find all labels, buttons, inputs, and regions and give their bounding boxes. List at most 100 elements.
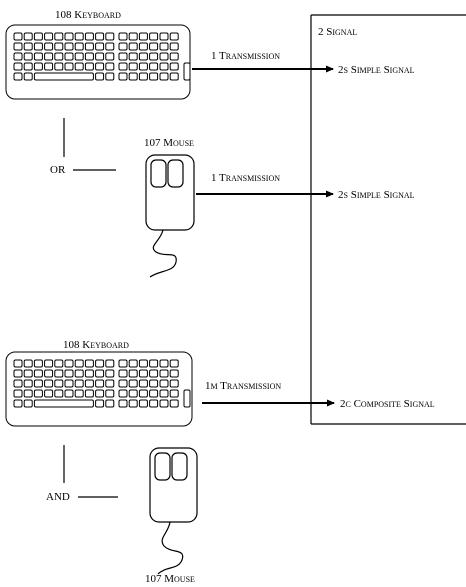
keyboard-key — [160, 400, 168, 407]
keyboard-key — [14, 390, 22, 397]
keyboard-key — [170, 370, 178, 377]
keyboard-key — [24, 380, 32, 387]
keyboard-key — [96, 370, 104, 377]
keyboard-key — [106, 63, 114, 70]
keyboard-key — [139, 360, 147, 367]
keyboard-key — [150, 63, 158, 70]
keyboard-key — [139, 53, 147, 60]
keyboard-key — [55, 63, 63, 70]
keyboard-key — [45, 33, 53, 40]
keyboard-key — [129, 390, 137, 397]
transmission-1a-label: 1 Transmission — [211, 50, 280, 62]
simple-signal-2s-a-label: 2s Simple Signal — [338, 64, 415, 76]
keyboard-key — [96, 63, 104, 70]
top-keyboard-label: 108 Keyboard — [55, 9, 121, 21]
keyboard-key — [129, 53, 137, 60]
keyboard-key — [106, 43, 114, 50]
keyboard-key — [184, 390, 190, 407]
keyboard-key — [119, 73, 127, 80]
keyboard-key — [24, 33, 32, 40]
keyboard-key — [119, 360, 127, 367]
keyboard-key — [96, 390, 104, 397]
keyboard-key — [150, 33, 158, 40]
keyboard-key — [14, 73, 22, 80]
keyboard-key — [129, 63, 137, 70]
keyboard-key — [170, 360, 178, 367]
keyboard-key — [119, 63, 127, 70]
keyboard-key — [75, 43, 83, 50]
keyboard-key — [45, 370, 53, 377]
keyboard-key — [129, 370, 137, 377]
keyboard-key — [150, 73, 158, 80]
keyboard-key — [65, 360, 73, 367]
mouse-icon-upper — [146, 155, 194, 277]
keyboard-key — [24, 360, 32, 367]
keyboard-key — [170, 63, 178, 70]
keyboard-key — [129, 43, 137, 50]
lower-mouse-label: 107 Mouse — [145, 573, 195, 585]
keyboard-key — [45, 63, 53, 70]
keyboard-key — [24, 370, 32, 377]
keyboard-key — [160, 43, 168, 50]
keyboard-key — [14, 400, 22, 407]
keyboard-key — [85, 33, 93, 40]
keyboard-key — [139, 73, 147, 80]
keyboard-key — [24, 43, 32, 50]
keyboard-key — [14, 370, 22, 377]
keyboard-icon-bottom — [6, 352, 192, 426]
keyboard-key — [184, 63, 190, 80]
keyboard-key — [129, 360, 137, 367]
keyboard-key — [160, 53, 168, 60]
keyboard-key — [34, 53, 42, 60]
keyboard-key — [14, 63, 22, 70]
keyboard-key — [160, 360, 168, 367]
keyboard-key — [55, 360, 63, 367]
keyboard-key — [96, 360, 104, 367]
keyboard-key — [45, 53, 53, 60]
keyboard-key — [14, 43, 22, 50]
keyboard-key — [96, 53, 104, 60]
keyboard-key — [119, 380, 127, 387]
keyboard-key — [34, 73, 93, 80]
keyboard-key — [85, 43, 93, 50]
keyboard-key — [85, 53, 93, 60]
keyboard-key — [119, 43, 127, 50]
keyboard-key — [75, 390, 83, 397]
or-connector — [64, 118, 116, 170]
keyboard-key — [170, 390, 178, 397]
keyboard-key — [65, 33, 73, 40]
keyboard-key — [45, 360, 53, 367]
keyboard-key — [75, 53, 83, 60]
keyboard-key — [139, 390, 147, 397]
signal-box — [311, 15, 466, 424]
keyboard-key — [139, 370, 147, 377]
keyboard-key — [24, 63, 32, 70]
keyboard-key — [85, 380, 93, 387]
keyboard-key — [150, 380, 158, 387]
keyboard-key — [14, 53, 22, 60]
keyboard-key — [75, 370, 83, 377]
keyboard-key — [150, 43, 158, 50]
keyboard-key — [24, 73, 32, 80]
keyboard-key — [106, 360, 114, 367]
keyboard-key — [139, 33, 147, 40]
keyboard-key — [65, 53, 73, 60]
keyboard-key — [160, 33, 168, 40]
keyboard-key — [65, 43, 73, 50]
keyboard-key — [75, 33, 83, 40]
keyboard-key — [85, 360, 93, 367]
keyboard-key — [150, 53, 158, 60]
keyboard-key — [139, 400, 147, 407]
keyboard-key — [96, 380, 104, 387]
keyboard-key — [14, 33, 22, 40]
keyboard-key — [106, 400, 114, 407]
keyboard-key — [170, 43, 178, 50]
keyboard-key — [106, 33, 114, 40]
keyboard-key — [160, 370, 168, 377]
keyboard-key — [139, 63, 147, 70]
keyboard-key — [34, 63, 42, 70]
keyboard-key — [45, 390, 53, 397]
keyboard-key — [170, 53, 178, 60]
keyboard-key — [106, 53, 114, 60]
signal-box-label: 2 Signal — [318, 26, 357, 38]
